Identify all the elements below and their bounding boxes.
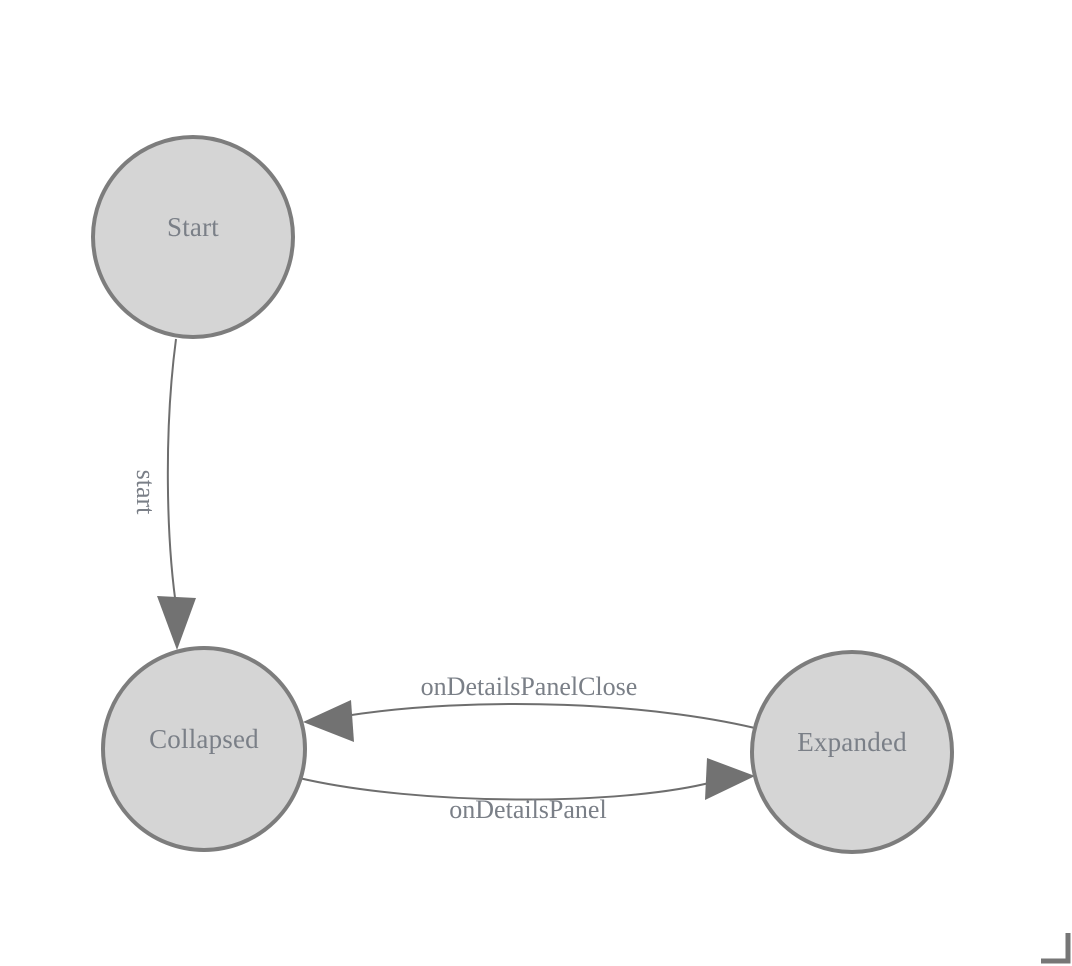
edge-collapsed-to-expanded-path [298,777,714,801]
resize-corner-mark-path [1041,933,1071,964]
resize-corner-mark[interactable] [1041,933,1071,964]
edge-start-to-collapsed-arrowhead [157,596,196,650]
node-expanded-circle [750,650,954,854]
node-expanded-label: Expanded [797,727,907,757]
node-collapsed[interactable]: Collapsed [101,646,307,852]
edge-expanded-to-collapsed-path [344,702,783,736]
edge-label-on-details-panel-close: onDetailsPanelClose [421,672,638,701]
node-collapsed-label: Collapsed [149,724,259,754]
edge-label-on-details-panel: onDetailsPanel [449,795,606,824]
node-start-label: Start [167,212,219,242]
edge-start-to-collapsed-path [166,338,178,613]
node-collapsed-circle [101,646,307,852]
edge-collapsed-to-expanded-arrowhead [705,758,755,800]
node-start-circle [91,135,295,339]
node-start[interactable]: Start [91,135,295,339]
edge-start-to-collapsed[interactable] [157,338,196,650]
edge-expanded-to-collapsed[interactable] [303,700,783,742]
node-expanded[interactable]: Expanded [750,650,954,854]
edge-collapsed-to-expanded[interactable] [298,758,755,801]
edge-label-start: start [131,470,160,516]
edge-expanded-to-collapsed-arrowhead [303,700,354,742]
